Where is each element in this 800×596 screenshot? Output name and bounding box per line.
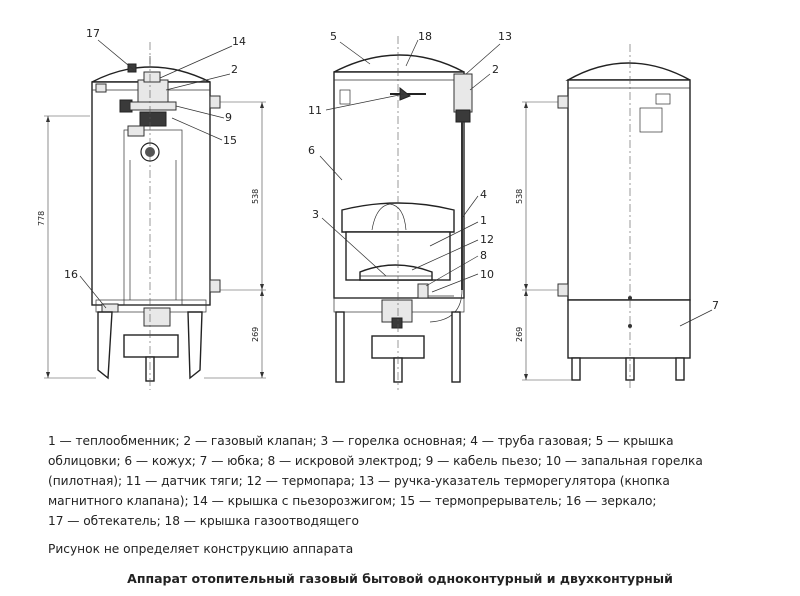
callout-7: 7 — [712, 299, 719, 312]
callout-8: 8 — [480, 249, 487, 262]
dimension-lower-left-view: 269 — [251, 327, 260, 342]
figure-title: Аппарат отопительный газовый бытовой одн… — [127, 571, 673, 586]
dimension-lower-right-view: 269 — [515, 327, 524, 342]
dimension-upper-right-view: 538 — [515, 189, 524, 204]
callout-15: 15 — [223, 134, 237, 147]
legend-line: 1 — теплообменник; 2 — газовый клапан; 3… — [48, 434, 674, 448]
legend-line: магнитного клапана); 14 — крышка с пьезо… — [48, 494, 657, 508]
callout-6: 6 — [308, 144, 315, 157]
callout-3: 3 — [312, 208, 319, 221]
rear-view-right: 7 538 269 — [515, 44, 719, 390]
callout-10: 10 — [480, 268, 494, 281]
callout-13: 13 — [498, 30, 512, 43]
callout-18: 18 — [418, 30, 432, 43]
callout-11: 11 — [308, 104, 322, 117]
disclaimer-note: Рисунок не определяет конструкцию аппара… — [48, 542, 354, 556]
callout-5: 5 — [330, 30, 337, 43]
callout-2-section: 2 — [492, 63, 499, 76]
callout-4: 4 — [480, 188, 487, 201]
callout-14: 14 — [232, 35, 246, 48]
section-view-middle: 5 18 13 2 11 6 4 1 3 12 8 10 — [308, 30, 512, 390]
callout-9: 9 — [225, 111, 232, 124]
dimension-overall: 778 — [37, 211, 46, 226]
legend-line: (пилотная); 11 — датчик тяги; 12 — термо… — [48, 474, 670, 488]
dimension-upper-left-view: 538 — [251, 189, 260, 204]
legend-line: 17 — обтекатель; 18 — крышка газоотводящ… — [48, 514, 359, 528]
callout-12: 12 — [480, 233, 494, 246]
callout-2: 2 — [231, 63, 238, 76]
callout-1: 1 — [480, 214, 487, 227]
front-view-left: 17 14 2 9 15 16 778 538 269 — [37, 27, 266, 390]
legend-line: облицовки; 6 — кожух; 7 — юбка; 8 — искр… — [48, 454, 703, 468]
appliance-technical-drawing: 17 14 2 9 15 16 778 538 269 — [37, 27, 719, 390]
callout-17: 17 — [86, 27, 100, 40]
parts-legend: 1 — теплообменник; 2 — газовый клапан; 3… — [48, 431, 728, 531]
callout-16: 16 — [64, 268, 78, 281]
